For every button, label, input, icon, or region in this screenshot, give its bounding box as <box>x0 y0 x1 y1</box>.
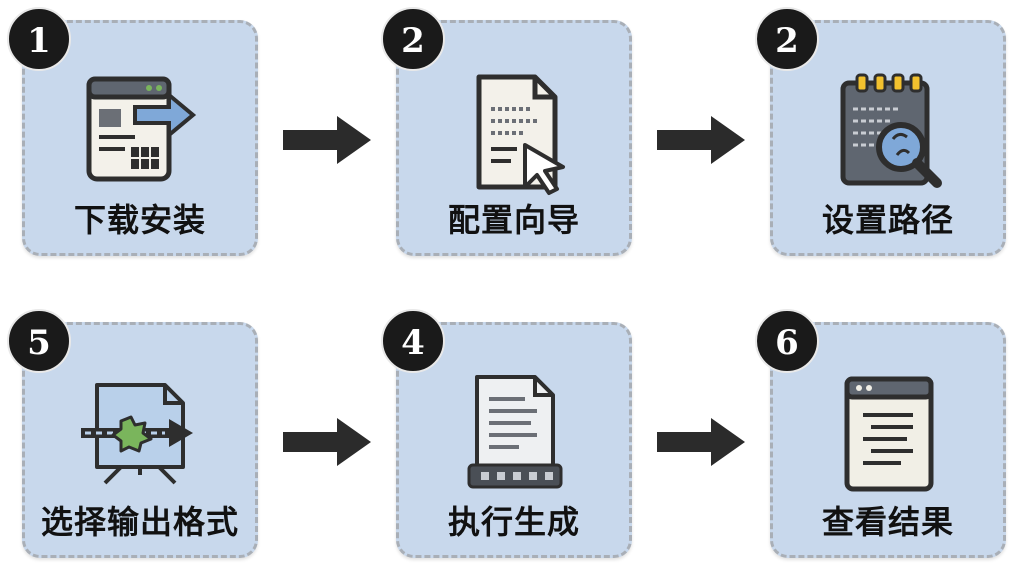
step-number-badge: 4 <box>381 309 445 373</box>
step-card-2: 配置向导 2 <box>381 7 632 256</box>
step-number-badge: 2 <box>381 7 445 71</box>
step-number-badge: 1 <box>7 7 71 71</box>
step-card-1: 下载安装 1 <box>7 7 258 256</box>
flow-arrow-icon <box>283 116 371 164</box>
flow-arrow-icon <box>657 418 745 466</box>
step-card-5: 执行生成 4 <box>381 309 632 558</box>
flow-arrow-icon <box>283 418 371 466</box>
step-label: 查看结果 <box>821 503 954 541</box>
step-label: 下载安装 <box>73 201 206 239</box>
step-card-3: 设置路径 2 <box>755 7 1006 256</box>
step-number-badge: 5 <box>7 309 71 373</box>
step-label: 执行生成 <box>447 503 580 541</box>
path-notebook-search-icon <box>840 73 942 188</box>
format-convert-icon <box>81 383 193 485</box>
step-number-badge: 2 <box>755 7 819 71</box>
config-document-cursor-icon <box>476 74 565 195</box>
step-label: 配置向导 <box>447 201 580 239</box>
html-document-icon <box>467 375 563 489</box>
flow-arrow-icon <box>657 116 745 164</box>
install-window-icon <box>86 76 197 182</box>
step-number-badge: 6 <box>755 309 819 373</box>
step-label: 选择输出格式 <box>40 503 239 541</box>
step-label: 设置路径 <box>821 201 954 239</box>
step-card-6: 查看结果 6 <box>755 309 1006 558</box>
result-window-icon <box>844 376 934 492</box>
step-card-4: 选择输出格式 5 <box>7 309 258 558</box>
